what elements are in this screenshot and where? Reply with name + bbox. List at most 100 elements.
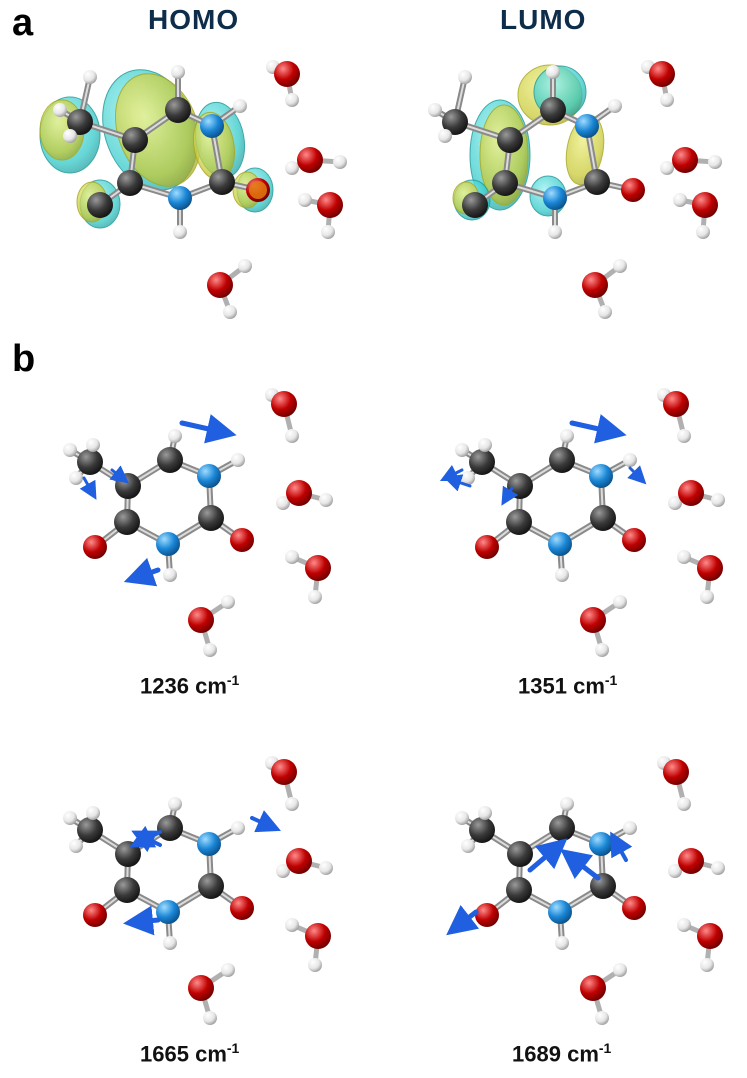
hydrogen-atom [711, 861, 725, 875]
hydrogen-atom [555, 936, 569, 950]
freq-unit: cm [567, 1041, 599, 1067]
hydrogen-atom [221, 963, 235, 977]
oxygen-atom [305, 555, 331, 581]
nitrogen-atom [156, 900, 180, 924]
hydrogen-atom [673, 193, 687, 207]
mode-1351-molecule [439, 388, 725, 657]
hydrogen-atom [613, 963, 627, 977]
oxygen-atom [317, 192, 343, 218]
hydrogen-atom [677, 918, 691, 932]
oxygen-atom [286, 480, 312, 506]
mode-1689-molecule [446, 756, 725, 1025]
vibration-arrow [250, 810, 281, 833]
vibration-arrow [560, 848, 601, 881]
hydrogen-atom [595, 1011, 609, 1025]
oxygen-atom [663, 391, 689, 417]
oxygen-atom [622, 528, 646, 552]
carbon-atom [442, 109, 468, 135]
hydrogen-atom [613, 259, 627, 273]
nitrogen-atom [548, 532, 572, 556]
hydrogen-atom [69, 839, 83, 853]
oxygen-atom [622, 896, 646, 920]
hydrogen-atom [560, 429, 574, 443]
panel-label-b: b [12, 338, 36, 380]
lumo-orbital [428, 60, 722, 319]
hydrogen-atom [708, 155, 722, 169]
hydrogen-atom [276, 864, 290, 878]
hydrogen-atom [478, 438, 492, 452]
panel-label-a: a [12, 2, 34, 44]
oxygen-atom [621, 178, 645, 202]
hydrogen-atom [233, 99, 247, 113]
hydrogen-atom [173, 225, 187, 239]
hydrogen-atom [168, 429, 182, 443]
nitrogen-atom [543, 186, 567, 210]
hydrogen-atom [333, 155, 347, 169]
hydrogen-atom [438, 129, 452, 143]
freq-label-1665: 1665 cm-1 [140, 1040, 239, 1067]
vibration-arrow [131, 830, 162, 853]
carbon-atom [117, 170, 143, 196]
hydrogen-atom [285, 550, 299, 564]
oxygen-atom [230, 896, 254, 920]
hydrogen-atom [308, 590, 322, 604]
carbon-atom [77, 817, 103, 843]
hydrogen-atom [546, 65, 560, 79]
oxygen-atom [274, 61, 300, 87]
freq-exponent: -1 [598, 1040, 612, 1056]
nitrogen-atom [589, 464, 613, 488]
carbon-atom [492, 170, 518, 196]
carbon-atom [506, 509, 532, 535]
vibration-arrow [179, 414, 237, 444]
hydrogen-atom [69, 471, 83, 485]
vibration-arrow [446, 904, 480, 936]
carbon-atom [198, 505, 224, 531]
freq-value: 1689 [512, 1041, 561, 1067]
carbon-atom [462, 192, 488, 218]
hydrogen-atom [171, 65, 185, 79]
oxygen-atom [580, 975, 606, 1001]
carbon-atom [507, 473, 533, 499]
mode-1665-molecule [63, 756, 333, 1025]
oxygen-atom [649, 61, 675, 87]
oxygen-atom [475, 535, 499, 559]
oxygen-atom [249, 181, 267, 199]
hydrogen-atom [231, 821, 245, 835]
nitrogen-atom [575, 114, 599, 138]
carbon-atom [507, 841, 533, 867]
freq-label-1236: 1236 cm-1 [140, 672, 239, 699]
hydrogen-atom [163, 568, 177, 582]
carbon-atom [115, 841, 141, 867]
oxygen-atom [297, 147, 323, 173]
hydrogen-atom [555, 568, 569, 582]
oxygen-atom [286, 848, 312, 874]
freq-unit: cm [195, 1041, 227, 1067]
carbon-atom [506, 877, 532, 903]
hydrogen-atom [285, 161, 299, 175]
hydrogen-atom [285, 93, 299, 107]
freq-exponent: -1 [604, 672, 618, 688]
hydrogen-atom [700, 590, 714, 604]
hydrogen-atom [285, 797, 299, 811]
homo-orbital [39, 60, 347, 319]
oxygen-atom [697, 555, 723, 581]
hydrogen-atom [548, 225, 562, 239]
oxygen-atom [83, 535, 107, 559]
hydrogen-atom [276, 496, 290, 510]
hydrogen-atom [595, 643, 609, 657]
hydrogen-atom [203, 643, 217, 657]
carbon-atom [87, 192, 113, 218]
oxygen-atom [672, 147, 698, 173]
oxygen-atom [678, 848, 704, 874]
oxygen-atom [475, 903, 499, 927]
hydrogen-atom [63, 443, 77, 457]
freq-label-1689: 1689 cm-1 [512, 1040, 611, 1067]
hydrogen-atom [668, 496, 682, 510]
nitrogen-atom [548, 900, 572, 924]
vibration-arrow [443, 474, 472, 492]
carbon-atom [469, 449, 495, 475]
hydrogen-atom [298, 193, 312, 207]
hydrogen-atom [608, 99, 622, 113]
hydrogen-atom [677, 429, 691, 443]
oxygen-atom [271, 759, 297, 785]
